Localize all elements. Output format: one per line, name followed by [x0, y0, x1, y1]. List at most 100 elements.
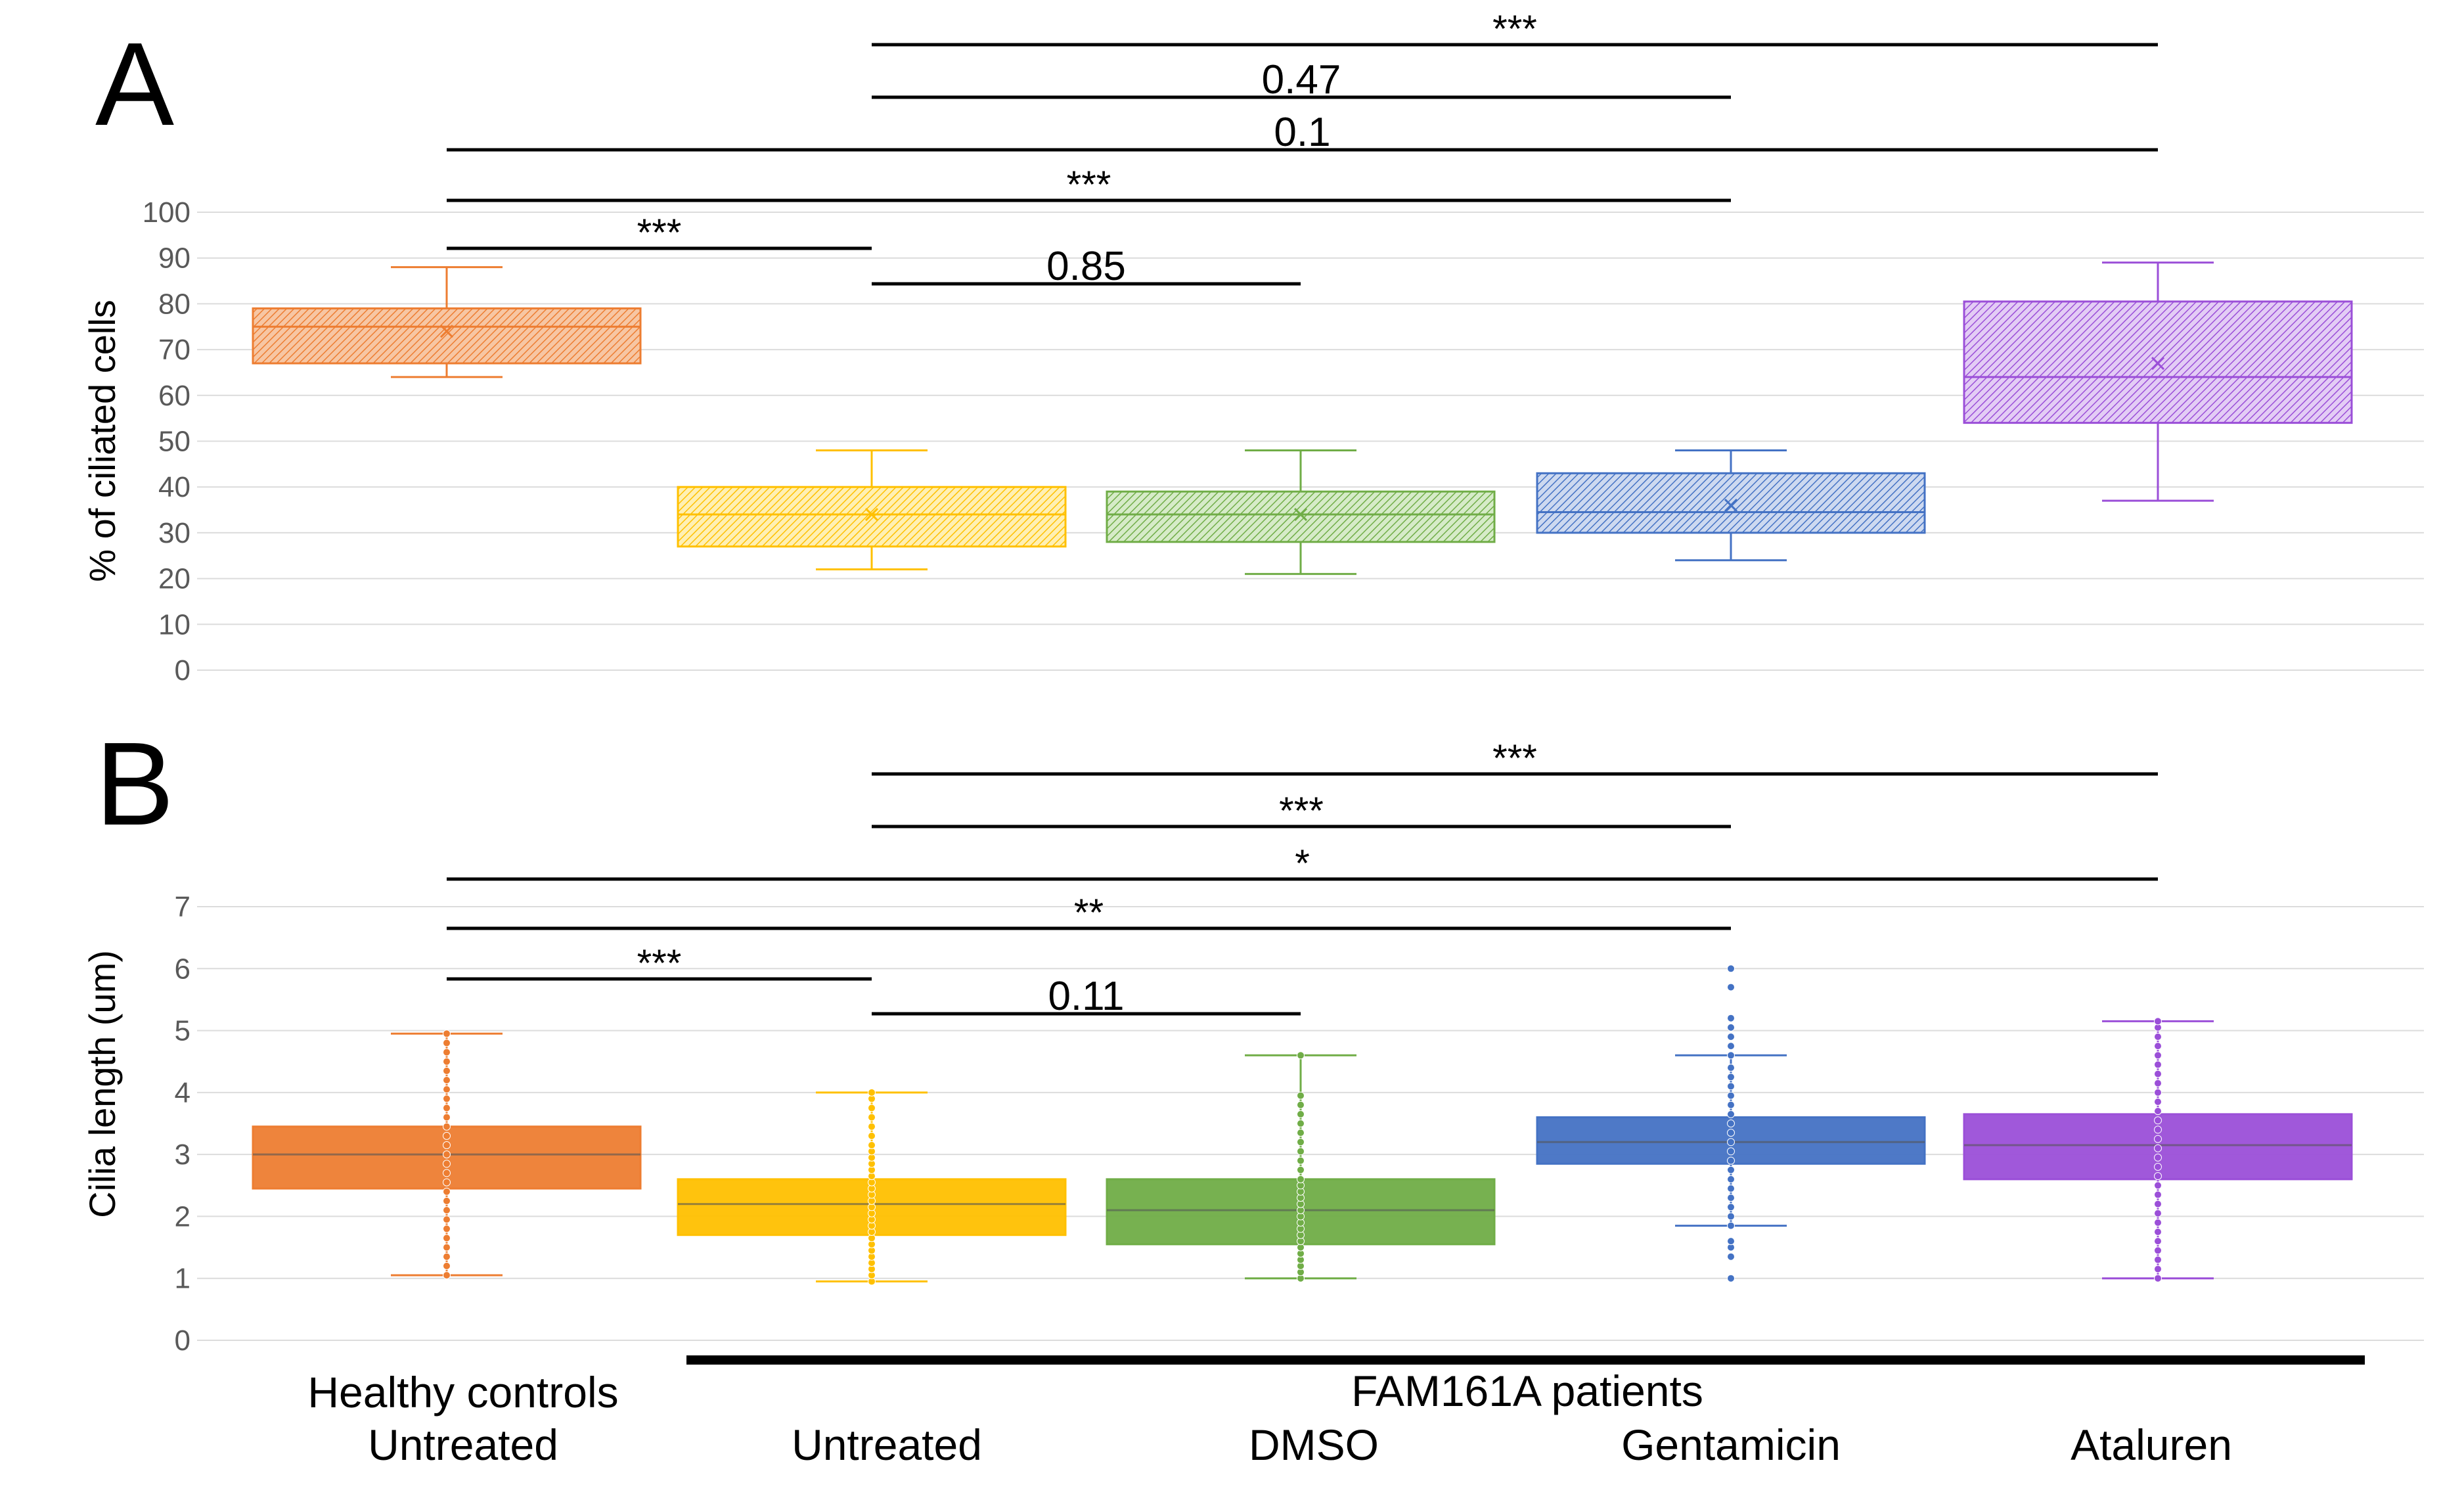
data-point — [1727, 1014, 1735, 1022]
data-point — [1727, 1212, 1735, 1221]
fam-patients-label: FAM161A patients — [1351, 1367, 1703, 1415]
data-point — [2154, 1042, 2162, 1051]
data-point — [2154, 1265, 2162, 1273]
data-point — [443, 1261, 451, 1270]
data-point — [2154, 1098, 2162, 1106]
data-point — [1727, 1138, 1735, 1146]
data-point — [1727, 1147, 1735, 1156]
data-point — [443, 1030, 451, 1038]
data-point — [1727, 983, 1735, 991]
data-point — [2154, 1172, 2162, 1181]
y-axis-label: % of ciliated cells — [81, 300, 123, 582]
y-tick-label: 30 — [158, 517, 190, 549]
y-tick-label: 100 — [143, 196, 190, 229]
data-point — [443, 1187, 451, 1196]
data-point — [1297, 1138, 1305, 1146]
data-point — [2154, 1017, 2162, 1026]
data-point — [443, 1215, 451, 1224]
comparison-label: 0.1 — [1274, 110, 1330, 155]
y-tick-label: 6 — [175, 953, 190, 985]
data-point — [443, 1113, 451, 1122]
data-point — [443, 1066, 451, 1075]
data-point — [443, 1169, 451, 1177]
data-point — [2154, 1088, 2162, 1097]
panel-b-letter: B — [95, 718, 174, 850]
box — [1536, 472, 1926, 534]
y-tick-label: 0 — [175, 654, 190, 687]
data-point — [1727, 1194, 1735, 1202]
data-point — [1297, 1120, 1305, 1127]
category-label-dmso: DMSO — [1249, 1420, 1379, 1469]
y-tick-label: 3 — [175, 1139, 190, 1171]
data-point — [2154, 1256, 2162, 1264]
data-point — [2154, 1144, 2162, 1152]
y-tick-label: 90 — [158, 242, 190, 275]
data-point — [868, 1122, 876, 1131]
y-axis-label: Cilia length (um) — [81, 950, 123, 1218]
data-point — [2154, 1116, 2162, 1125]
data-point — [2154, 1246, 2162, 1255]
data-point — [443, 1104, 451, 1112]
data-point — [443, 1234, 451, 1242]
data-point — [1727, 1051, 1735, 1060]
y-tick-label: 40 — [158, 471, 190, 503]
data-point — [1727, 1120, 1735, 1127]
data-point — [1297, 1166, 1305, 1174]
data-point — [1297, 1129, 1305, 1137]
y-tick-label: 80 — [158, 288, 190, 320]
data-point — [1727, 1064, 1735, 1072]
data-point — [443, 1039, 451, 1047]
mean-marker — [439, 325, 454, 338]
data-point — [443, 1206, 451, 1214]
data-point — [443, 1225, 451, 1233]
data-point — [1297, 1175, 1305, 1183]
comparison-label: *** — [637, 942, 682, 985]
data-point — [1727, 1073, 1735, 1081]
data-point — [2154, 1274, 2162, 1282]
mean-marker — [1724, 499, 1738, 512]
data-point — [1297, 1156, 1305, 1165]
data-point — [1727, 1033, 1735, 1041]
comparison-label: *** — [637, 212, 682, 254]
data-point — [1727, 1129, 1735, 1137]
y-tick-label: 7 — [175, 891, 190, 923]
comparison-label: *** — [1492, 737, 1537, 780]
comparison-label: *** — [1067, 164, 1111, 206]
y-tick-label: 2 — [175, 1200, 190, 1233]
data-point — [1727, 1274, 1735, 1282]
y-tick-label: 5 — [175, 1015, 190, 1047]
data-point — [868, 1088, 876, 1097]
data-point — [1727, 964, 1735, 973]
y-tick-label: 1 — [175, 1263, 190, 1295]
data-point — [1297, 1110, 1305, 1118]
data-point — [1727, 1091, 1735, 1100]
data-point — [443, 1271, 451, 1279]
data-point — [443, 1057, 451, 1066]
data-point — [1727, 1203, 1735, 1212]
mean-marker — [864, 507, 879, 522]
data-point — [2154, 1163, 2162, 1171]
data-point — [1727, 1175, 1735, 1183]
data-point — [443, 1122, 451, 1131]
data-point — [443, 1150, 451, 1159]
data-point — [2154, 1060, 2162, 1069]
data-point — [443, 1095, 451, 1103]
comparison-label: 0.85 — [1046, 244, 1126, 289]
comparison-label: 0.11 — [1048, 974, 1124, 1019]
data-point — [2154, 1070, 2162, 1078]
data-point — [1297, 1100, 1305, 1109]
data-point — [443, 1085, 451, 1094]
y-tick-label: 10 — [158, 608, 190, 641]
y-tick-label: 4 — [175, 1077, 190, 1109]
y-tick-label: 0 — [175, 1325, 190, 1357]
comparison-label: *** — [1279, 790, 1324, 832]
data-point — [2154, 1079, 2162, 1087]
y-tick-label: 20 — [158, 563, 190, 595]
data-point — [2154, 1051, 2162, 1060]
data-point — [443, 1076, 451, 1084]
data-point — [443, 1131, 451, 1140]
panel-a-letter: A — [95, 18, 174, 150]
data-point — [868, 1104, 876, 1112]
comparison-label: *** — [1492, 8, 1537, 51]
